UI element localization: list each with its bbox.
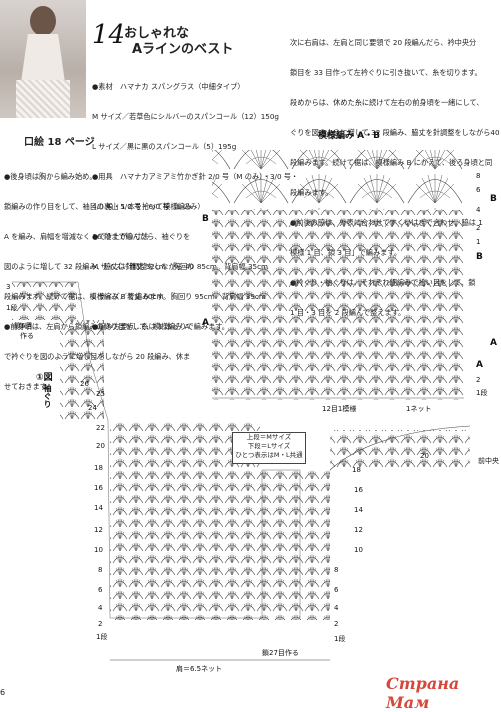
row-8-top: 8 [476,172,481,180]
row-18: 18 [94,464,103,472]
material-line: M サイズ／若草色にシルバーのスパンコール（12）150g [92,112,279,121]
instruction-line: 鎖編みの作り目をして、袖目の裏山 1 本を拾って模様編み [4,202,192,211]
r-8: 8 [334,566,339,574]
row-22: 22 [96,424,105,432]
left-row6b: 作る [20,332,34,340]
row-2-top: 2 [476,224,481,232]
r-14: 14 [354,506,363,514]
material-line: ●編み方要点…糸は 1 本どりで編みます。 [92,322,229,331]
model-vest-lace [16,80,70,118]
instruction-line: 鎖目を 33 目作って左衿ぐりに引き抜いて、糸を切ります。 [290,68,482,77]
row-6-top: 6 [476,186,481,194]
watermark: Страна Мам [386,674,460,712]
row-6: 6 [98,586,103,594]
row-26: 26 [80,380,89,388]
material-line: L サイズ／黒に黒のスパンコール（5）195g [92,142,237,151]
size-legend: 上段＝Mサイズ 下段＝Lサイズ ひとつ表示はM・L共通 [232,432,306,464]
figure-reference: 口絵 18 ページ [24,137,95,148]
r-16: 16 [354,486,363,494]
left-row-3: 3 [6,283,11,291]
row-24: 24 [88,404,97,412]
legend-line: ひとつ表示はM・L共通 [235,451,303,459]
row-a-top: A [476,360,483,370]
row-2r-top: 2 [476,376,481,384]
bottom-net: 1ネット [406,405,432,413]
row-10: 10 [94,546,103,554]
title-line-1: おしゃれな [124,26,190,41]
model-head [30,6,56,36]
row-20l: 20 [96,442,105,450]
row-1-bottom: 1段 [96,633,108,641]
instruction-line: ぐりを図のように増して 32 段編み、脇丈を針調整をしながら40 [290,128,500,137]
armhole-top-shells [12,282,76,320]
row-2l: 2 [98,620,103,628]
bottom-repeat: 12目1模様 [322,405,357,413]
material-line: ●素材 ハマナカ スパングラス（中細タイプ） [92,82,245,91]
pattern-number: 14 [92,20,126,50]
legend-line: 下段＝Lサイズ [247,442,291,450]
r-12: 12 [354,526,363,534]
page-number: 6 [0,688,6,697]
row-8: 8 [98,566,103,574]
row-16: 16 [94,484,103,492]
row-4-top: 4 [476,206,481,214]
r-18: 18 [352,466,361,474]
legend-line: 上段＝Mサイズ [246,433,292,441]
left-row6: 鎖6目 [14,322,33,330]
instruction-line: A を編み、肩幅を増減なく 16 段まで編んだら、袖ぐりを [4,232,191,241]
instruction-line: せておきます。 [4,382,54,391]
instruction-line: 次に右肩は、左肩と同じ要領で 20 段編んだら、衿中央分 [290,38,477,47]
chart-ab-fans [212,150,464,210]
row-14: 14 [94,504,103,512]
label-b-right: B [490,194,497,204]
neck-curve [329,425,471,471]
front-main-shells [110,470,330,620]
instruction-line: 図のように増して 32 段編み、脇丈は針調整をしながら 40 [4,262,195,271]
pattern-title: 模様編み A・B [318,131,380,141]
left-figure: ①図 [36,373,53,383]
row-1-top: 1 [476,238,481,246]
r-4: 4 [334,604,339,612]
bottom-width: 肩＝6.5ネット [176,665,223,673]
left-figure-sub: 袖ぐり [43,384,52,408]
r-10: 10 [354,546,363,554]
row-20-right: 20 [420,452,429,460]
r-2: 2 [334,620,339,628]
right-center: 前中央 [478,457,499,465]
model-photo [0,0,86,118]
instruction-line: 段めからは、休めた糸に続けて左右の前身頃を一緒にして、 [290,98,484,107]
label-a: A [202,318,209,328]
bottom-chain: 鎖27目作る [262,649,299,657]
neck-shells [330,430,470,470]
row-25: 25 [96,390,105,398]
material-line: 4/0 号・5/0 号・6/0 号（L のみ） [92,202,205,211]
chart-ab-shells [212,210,464,400]
instruction-line: ●後身頃は胸から編み始め。 [4,172,97,181]
title-line-2: Aラインのベスト [132,42,234,57]
row-1r-top: 1段 [476,389,488,397]
row-b-top: B [476,252,483,262]
label-a-right: A [490,338,497,348]
row-12: 12 [94,526,103,534]
armhole-curve-shells [60,320,104,420]
label-b: B [202,214,209,224]
left-row-1: 1段 [6,304,18,312]
r-6: 6 [334,586,339,594]
row-4: 4 [98,604,103,612]
material-line: ●でき上がり寸法 [92,232,149,241]
r-1: 1段 [334,635,346,643]
